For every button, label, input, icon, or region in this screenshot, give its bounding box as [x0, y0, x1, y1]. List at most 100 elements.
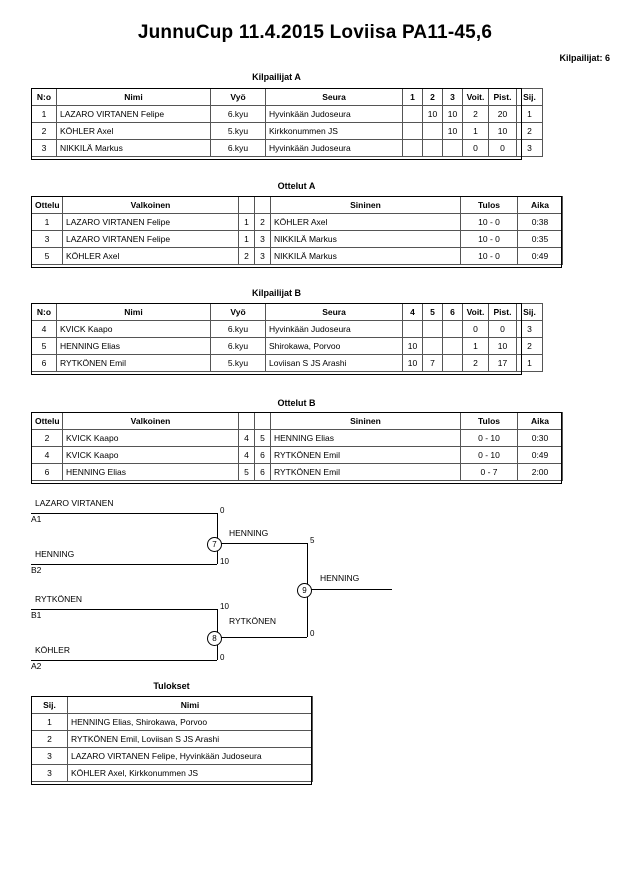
bracket-slot-name: LAZARO VIRTANEN [35, 498, 114, 508]
table-row: 3 LAZARO VIRTANEN Felipe, Hyvinkään Judo… [31, 747, 313, 765]
col-no: N:o [31, 303, 57, 321]
cell-name: LAZARO VIRTANEN Felipe, Hyvinkään Judose… [67, 747, 313, 765]
bracket-slot-line [31, 513, 217, 514]
table-row: 3 KÖHLER Axel, Kirkkonummen JS [31, 764, 313, 782]
table-row: 3 LAZARO VIRTANEN Felipe 1 3 NIKKILÄ Mar… [31, 230, 563, 248]
cell-blue-no: 5 [254, 429, 271, 447]
cell-blue: HENNING Elias [270, 429, 461, 447]
cell-result: 10 - 0 [460, 213, 518, 231]
table-header-row: Ottelu Valkoinen Sininen Tulos Aika [31, 196, 563, 214]
cell-m2 [422, 320, 443, 338]
cell-belt: 5.kyu [210, 122, 266, 140]
bracket-slot-seed: A2 [31, 661, 42, 671]
cell-points: 10 [488, 122, 517, 140]
cell-blue: KÖHLER Axel [270, 213, 461, 231]
bracket-slot-line [31, 564, 217, 565]
table-row: 6 HENNING Elias 5 6 RYTKÖNEN Emil 0 - 7 … [31, 463, 563, 481]
cell-name: HENNING Elias, Shirokawa, Porvoo [67, 713, 313, 731]
bracket-winner-line [220, 637, 307, 638]
col-result: Tulos [460, 412, 518, 430]
col-club: Seura [265, 303, 403, 321]
pool-b-caption: Kilpailijat B [251, 288, 301, 298]
cell-wins: 2 [462, 354, 489, 372]
cell-club: Kirkkonummen JS [265, 122, 403, 140]
cell-match-no: 1 [31, 213, 63, 231]
matches-a-table: Ottelu Valkoinen Sininen Tulos Aika 1 LA… [31, 196, 563, 265]
page-title: JunnuCup 11.4.2015 Loviisa PA11-45,6 [137, 22, 493, 43]
cell-white: KVICK Kaapo [62, 446, 239, 464]
cell-blue: NIKKILÄ Markus [270, 247, 461, 265]
table-row: 6 RYTKÖNEN Emil 5.kyu Loviisan S JS Aras… [31, 354, 543, 372]
cell-m3 [442, 337, 463, 355]
bracket-semifinal-score: 0 [310, 629, 315, 638]
col-opponent-1: 1 [402, 88, 423, 106]
col-rank: Sij. [516, 88, 543, 106]
table-row: 1 LAZARO VIRTANEN Felipe 6.kyu Hyvinkään… [31, 105, 543, 123]
cell-name: LAZARO VIRTANEN Felipe [56, 105, 211, 123]
cell-club: Shirokawa, Porvoo [265, 337, 403, 355]
table-header-row: N:o Nimi Vyö Seura 1 2 3 Voit. Pist. Sij… [31, 88, 543, 106]
cell-m1: 10 [402, 337, 423, 355]
cell-wins: 2 [462, 105, 489, 123]
cell-wins: 0 [462, 139, 489, 157]
bracket-slot-seed: A1 [31, 514, 42, 524]
cell-m1 [402, 122, 423, 140]
cell-rank: 2 [516, 122, 543, 140]
cell-club: Hyvinkään Judoseura [265, 105, 403, 123]
col-opponent-6: 6 [442, 303, 463, 321]
cell-result: 0 - 7 [460, 463, 518, 481]
col-wins: Voit. [462, 303, 489, 321]
table-row: 5 KÖHLER Axel 2 3 NIKKILÄ Markus 10 - 0 … [31, 247, 563, 265]
cell-blue-no: 3 [254, 230, 271, 248]
cell-club: Loviisan S JS Arashi [265, 354, 403, 372]
table-row: 4 KVICK Kaapo 6.kyu Hyvinkään Judoseura … [31, 320, 543, 338]
cell-time: 0:30 [517, 429, 563, 447]
cell-blue: RYTKÖNEN Emil [270, 446, 461, 464]
cell-points: 10 [488, 337, 517, 355]
cell-m2 [422, 122, 443, 140]
cell-m2 [422, 139, 443, 157]
elimination-bracket: LAZARO VIRTANEN A1 0 HENNING B2 10 7 HEN… [0, 495, 630, 675]
cell-no: 6 [31, 354, 57, 372]
cell-white: LAZARO VIRTANEN Felipe [62, 213, 239, 231]
cell-no: 2 [31, 122, 57, 140]
cell-white-no: 2 [238, 247, 255, 265]
col-white-no [238, 196, 255, 214]
cell-result: 0 - 10 [460, 446, 518, 464]
col-opponent-5: 5 [422, 303, 443, 321]
bracket-slot-line [31, 660, 217, 661]
cell-result: 10 - 0 [460, 230, 518, 248]
bracket-champion-name: HENNING [320, 573, 360, 583]
cell-m1: 10 [402, 354, 423, 372]
cell-no: 1 [31, 105, 57, 123]
cell-name: RYTKÖNEN Emil, Loviisan S JS Arashi [67, 730, 313, 748]
cell-belt: 6.kyu [210, 105, 266, 123]
cell-rank: 1 [516, 354, 543, 372]
col-opponent-3: 3 [442, 88, 463, 106]
bracket-winner-name: HENNING [229, 528, 269, 538]
col-no: N:o [31, 88, 57, 106]
bracket-slot-score: 10 [220, 557, 229, 566]
pool-b-table: N:o Nimi Vyö Seura 4 5 6 Voit. Pist. Sij… [31, 303, 543, 372]
cell-name: KÖHLER Axel [56, 122, 211, 140]
bracket-slot-name: HENNING [35, 549, 75, 559]
bracket-semifinal-score: 5 [310, 536, 315, 545]
table-header-row: N:o Nimi Vyö Seura 4 5 6 Voit. Pist. Sij… [31, 303, 543, 321]
cell-rank: 1 [516, 105, 543, 123]
col-rank: Sij. [31, 696, 68, 714]
cell-white-no: 4 [238, 429, 255, 447]
matches-b-table: Ottelu Valkoinen Sininen Tulos Aika 2 KV… [31, 412, 563, 481]
pool-a-caption: Kilpailijat A [252, 72, 301, 82]
col-white: Valkoinen [62, 412, 239, 430]
col-name: Nimi [56, 88, 211, 106]
cell-wins: 1 [462, 122, 489, 140]
cell-blue: RYTKÖNEN Emil [270, 463, 461, 481]
table-row: 3 NIKKILÄ Markus 6.kyu Hyvinkään Judoseu… [31, 139, 543, 157]
table-header-row: Sij. Nimi [31, 696, 313, 714]
bracket-slot-name: KÖHLER [35, 645, 70, 655]
table-row: 2 RYTKÖNEN Emil, Loviisan S JS Arashi [31, 730, 313, 748]
bracket-slot-line [31, 609, 217, 610]
bracket-slot-name: RYTKÖNEN [35, 594, 83, 604]
cell-white-no: 4 [238, 446, 255, 464]
cell-blue-no: 2 [254, 213, 271, 231]
